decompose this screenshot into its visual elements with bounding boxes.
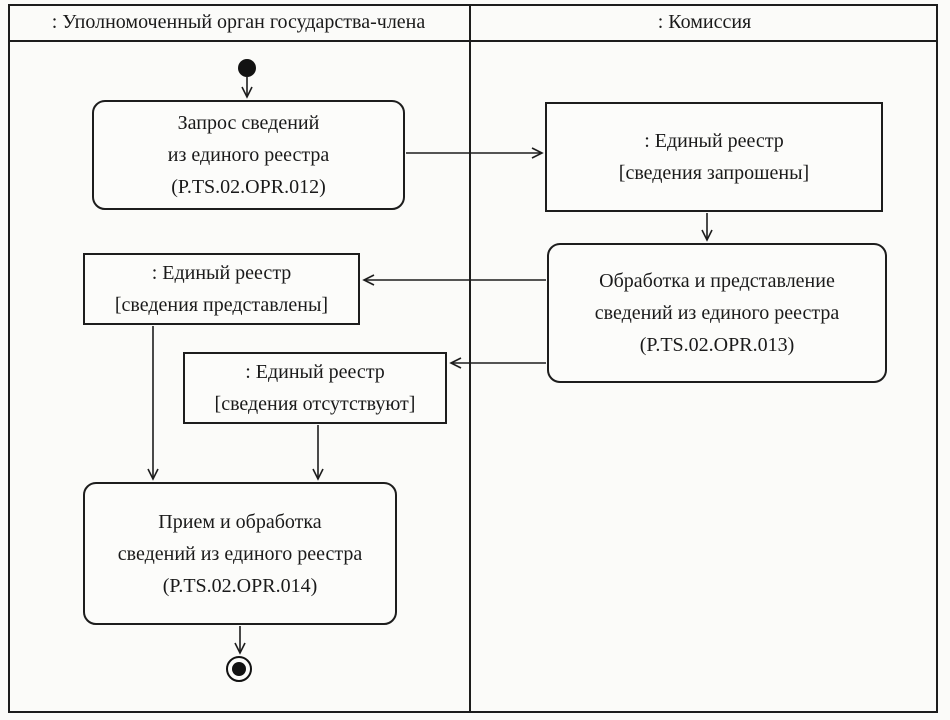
diagram-frame (8, 4, 938, 713)
action-receive-and-process-line2: сведений из единого реестра (117, 542, 363, 565)
action-receive-and-process: Прием и обработка сведений из единого ре… (83, 482, 397, 625)
object-registry-provided-line1: : Единый реестр (151, 262, 292, 284)
object-registry-absent-line2: [сведения отсутствуют] (214, 393, 416, 415)
object-registry-provided-line2: [сведения представлены] (114, 294, 329, 316)
action-process-and-provide: Обработка и представление сведений из ед… (547, 243, 887, 383)
object-registry-requested-line2: [сведения запрошены] (618, 162, 810, 184)
object-registry-requested-line1: : Единый реестр (644, 130, 784, 152)
object-registry-provided: : Единый реестр [сведения представлены] (83, 253, 360, 325)
action-request-info-line1: Запрос сведений (177, 112, 320, 134)
action-request-info-line2: из единого реестра (167, 144, 330, 166)
object-registry-absent: : Единый реестр [сведения отсутствуют] (183, 352, 447, 424)
action-receive-and-process-line3: (P.TS.02.OPR.014) (162, 574, 318, 597)
lane-header-member-state-authority: : Уполномоченный орган государства-члена (8, 4, 469, 40)
lane-header-member-state-label: : Уполномоченный орган государства-члена (51, 10, 426, 33)
initial-node (238, 59, 256, 77)
action-process-and-provide-line3: (P.TS.02.OPR.013) (639, 334, 795, 356)
action-receive-and-process-line1: Прием и обработка (158, 510, 322, 533)
lane-divider (469, 4, 471, 713)
action-process-and-provide-line2: сведений из единого реестра (594, 302, 840, 324)
lane-header-separator (8, 40, 938, 42)
lane-header-commission-label: : Комиссия (657, 10, 752, 33)
lane-header-commission: : Комиссия (471, 4, 938, 40)
object-registry-absent-line1: : Единый реестр (245, 361, 385, 383)
final-node (226, 656, 252, 682)
action-request-info-line3: (P.TS.02.OPR.012) (171, 176, 326, 198)
final-node-dot (232, 662, 246, 676)
object-registry-requested: : Единый реестр [сведения запрошены] (545, 102, 883, 212)
action-request-info: Запрос сведений из единого реестра (P.TS… (92, 100, 405, 210)
action-process-and-provide-line1: Обработка и представление (599, 270, 835, 292)
